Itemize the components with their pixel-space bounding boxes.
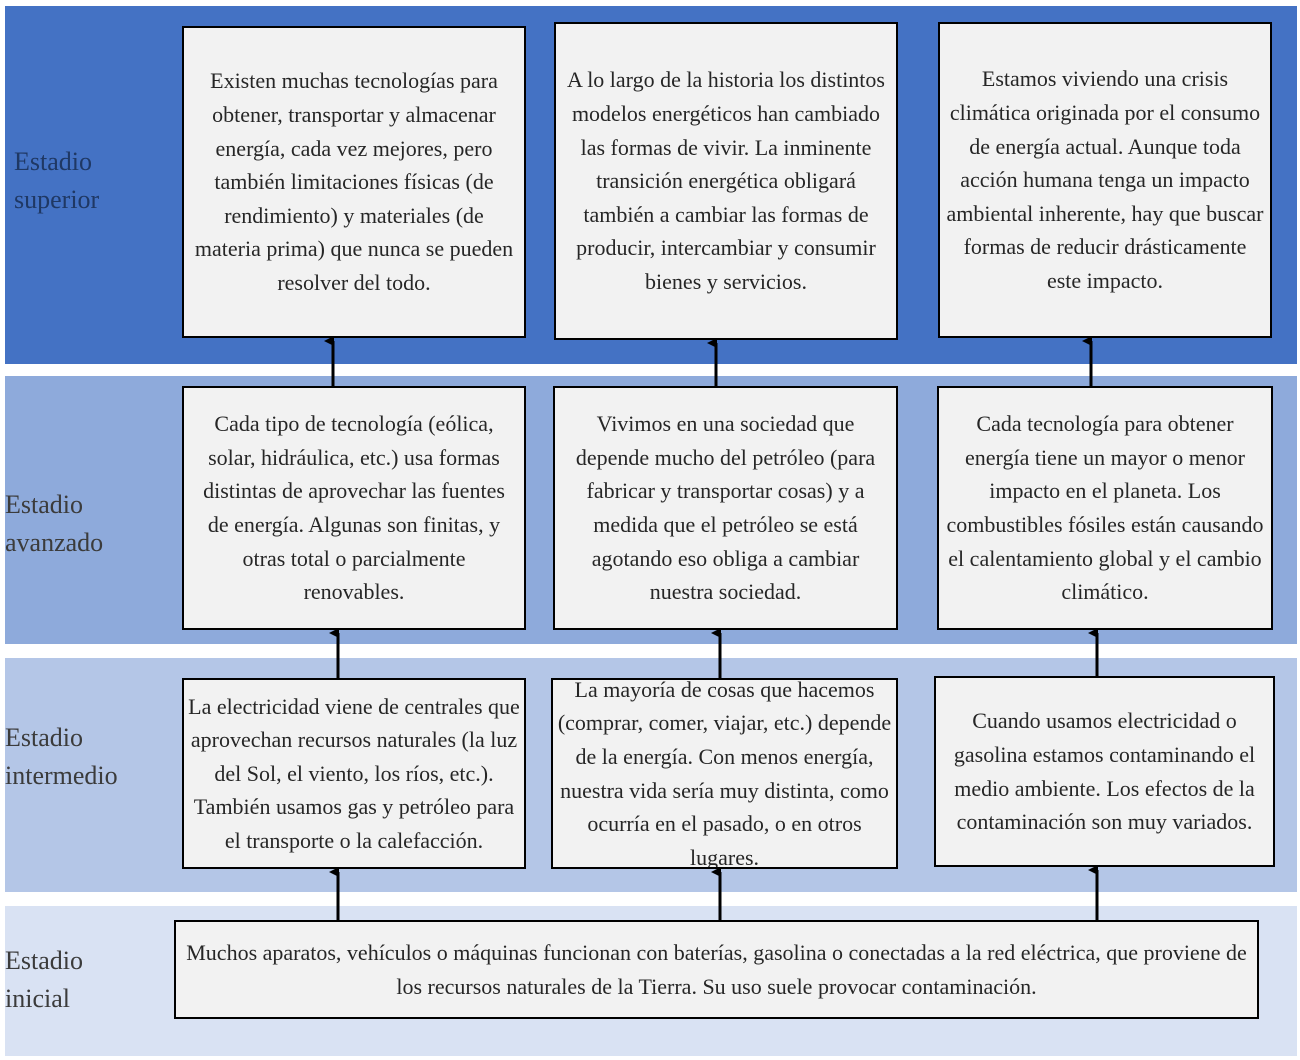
concept-box-intermedio-2: La mayoría de cosas que hacemos (comprar… xyxy=(551,678,898,869)
concept-box-inicial: Muchos aparatos, vehículos o máquinas fu… xyxy=(174,920,1259,1019)
stage-label-superior: Estadio superior xyxy=(14,147,100,214)
concept-text: A lo largo de la historia los distintos … xyxy=(567,67,885,294)
stage-label-intermedio: Estadio intermedio xyxy=(5,723,118,790)
concept-box-superior-3: Estamos viviendo una crisis climática or… xyxy=(938,22,1272,338)
concept-box-intermedio-1: La electricidad viene de centrales que a… xyxy=(182,678,526,869)
concept-text: Cada tipo de tecnología (eólica, solar, … xyxy=(203,411,505,605)
concept-box-superior-1: Existen muchas tecnologías para obtener,… xyxy=(182,26,526,338)
concept-text: La mayoría de cosas que hacemos (comprar… xyxy=(557,678,892,869)
stage-label-inicial: Estadio inicial xyxy=(5,946,83,1013)
concept-text: Cuando usamos electricidad o gasolina es… xyxy=(953,708,1256,835)
concept-text: Cada tecnología para obtener energía tie… xyxy=(946,411,1264,605)
stage-label-avanzado: Estadio avanzado xyxy=(5,490,104,557)
concept-box-avanzado-1: Cada tipo de tecnología (eólica, solar, … xyxy=(182,386,526,630)
concept-box-avanzado-2: Vivimos en una sociedad que depende much… xyxy=(553,386,898,630)
concept-box-avanzado-3: Cada tecnología para obtener energía tie… xyxy=(937,386,1273,630)
concept-box-intermedio-3: Cuando usamos electricidad o gasolina es… xyxy=(934,676,1275,867)
concept-text: Estamos viviendo una crisis climática or… xyxy=(946,66,1264,293)
concept-text: La electricidad viene de centrales que a… xyxy=(188,693,520,853)
concept-text: Muchos aparatos, vehículos o máquinas fu… xyxy=(186,939,1247,999)
concept-text: Vivimos en una sociedad que depende much… xyxy=(575,411,876,605)
concept-box-superior-2: A lo largo de la historia los distintos … xyxy=(554,22,898,340)
concept-text: Existen muchas tecnologías para obtener,… xyxy=(194,68,514,295)
